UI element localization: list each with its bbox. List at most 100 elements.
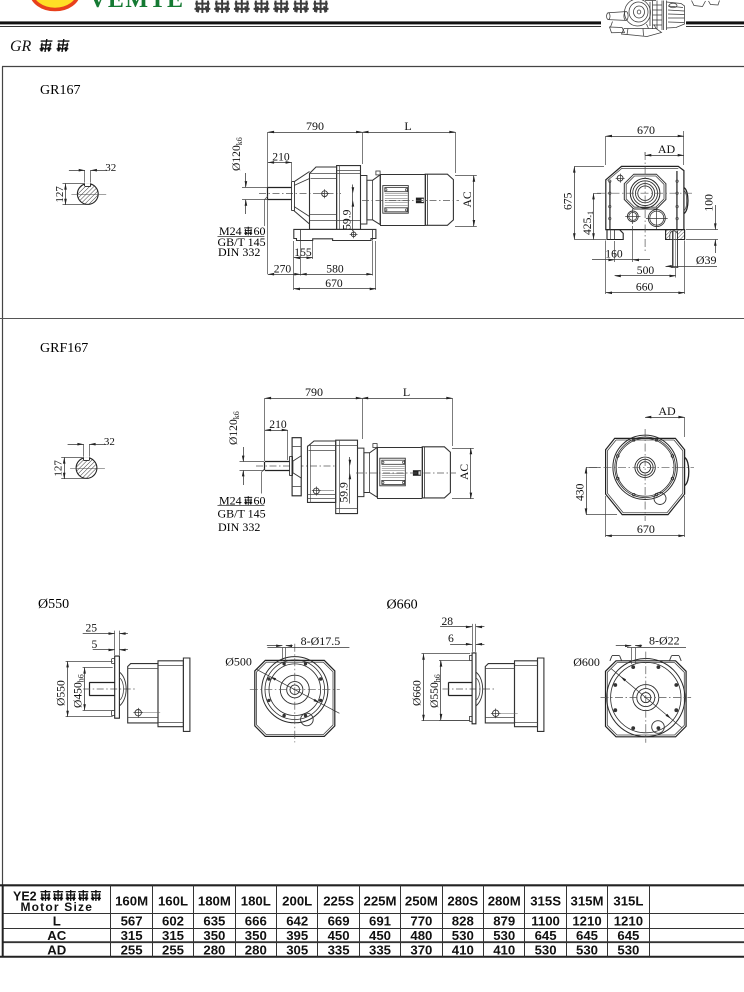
svg-text:642: 642	[286, 914, 308, 929]
svg-text:DIN 332: DIN 332	[218, 520, 260, 534]
svg-text:370: 370	[410, 943, 432, 958]
svg-text:60: 60	[254, 494, 266, 508]
svg-text:500: 500	[637, 264, 655, 277]
svg-text:Ø550h6: Ø550h6	[428, 674, 442, 708]
svg-text:580: 580	[326, 262, 344, 275]
svg-text:GB/T 145: GB/T 145	[218, 507, 266, 521]
svg-text:270: 270	[274, 262, 292, 275]
svg-text:Ø120k6: Ø120k6	[227, 411, 241, 445]
svg-text:530: 530	[493, 928, 515, 943]
svg-text:450: 450	[328, 928, 350, 943]
svg-text:127: 127	[53, 460, 65, 477]
svg-text:GR167: GR167	[40, 83, 80, 98]
svg-text:Motor Size: Motor Size	[20, 900, 93, 914]
svg-text:410: 410	[493, 943, 515, 958]
svg-text:530: 530	[452, 928, 474, 943]
svg-text:Ø550: Ø550	[38, 597, 69, 612]
svg-text:25: 25	[86, 622, 98, 635]
svg-text:350: 350	[203, 928, 225, 943]
svg-text:1210: 1210	[572, 914, 601, 929]
svg-text:180L: 180L	[241, 894, 271, 909]
svg-text:315: 315	[162, 928, 184, 943]
svg-text:645: 645	[617, 928, 639, 943]
svg-text:210: 210	[269, 418, 287, 431]
svg-text:670: 670	[325, 277, 343, 290]
svg-text:335: 335	[369, 943, 391, 958]
svg-text:410: 410	[452, 943, 474, 958]
svg-text:666: 666	[245, 914, 267, 929]
svg-text:480: 480	[410, 928, 432, 943]
svg-text:155: 155	[294, 246, 312, 259]
svg-text:670: 670	[637, 522, 655, 536]
svg-text:Ø500: Ø500	[225, 655, 252, 669]
svg-text:8-Ø17.5: 8-Ø17.5	[301, 634, 341, 648]
svg-text:450: 450	[369, 928, 391, 943]
svg-text:6: 6	[448, 632, 454, 645]
svg-text:210: 210	[272, 150, 290, 163]
svg-text:315S: 315S	[530, 894, 561, 909]
svg-text:L: L	[403, 385, 410, 399]
svg-text:Ø550: Ø550	[55, 680, 68, 706]
svg-text:280: 280	[245, 943, 267, 958]
svg-text:669: 669	[328, 914, 350, 929]
svg-text:280: 280	[203, 943, 225, 958]
svg-text:60: 60	[254, 224, 266, 238]
svg-text:AC: AC	[461, 191, 474, 207]
svg-text:Ø660: Ø660	[387, 598, 418, 613]
svg-text:255: 255	[162, 943, 184, 958]
svg-text:32: 32	[104, 436, 115, 448]
svg-text:315L: 315L	[613, 894, 643, 909]
svg-text:180M: 180M	[198, 894, 231, 909]
svg-text:32: 32	[105, 162, 116, 174]
svg-text:100: 100	[703, 194, 716, 212]
svg-text:59.9: 59.9	[341, 209, 354, 229]
svg-text:691: 691	[369, 914, 391, 929]
svg-text:M24: M24	[219, 494, 242, 508]
svg-text:350: 350	[245, 928, 267, 943]
svg-text:250M: 250M	[405, 894, 438, 909]
svg-text:127: 127	[54, 186, 66, 203]
svg-text:L: L	[53, 914, 61, 929]
svg-text:Ø120k6: Ø120k6	[230, 137, 244, 171]
svg-text:AD: AD	[658, 404, 676, 418]
svg-text:602: 602	[162, 914, 184, 929]
svg-text:530: 530	[617, 943, 639, 958]
svg-text:AC: AC	[47, 928, 67, 943]
svg-text:395: 395	[286, 928, 308, 943]
svg-text:1100: 1100	[531, 914, 560, 929]
svg-text:28: 28	[442, 615, 454, 628]
svg-text:160L: 160L	[158, 894, 188, 909]
svg-text:AC: AC	[458, 464, 471, 480]
svg-text:59.9: 59.9	[338, 482, 351, 502]
svg-text:790: 790	[306, 119, 324, 133]
svg-text:GRF167: GRF167	[40, 341, 88, 356]
svg-text:YE2: YE2	[13, 890, 37, 904]
svg-text:AD: AD	[47, 943, 66, 958]
svg-text:280S: 280S	[447, 894, 478, 909]
svg-text:160: 160	[605, 248, 623, 261]
svg-text:1210: 1210	[614, 914, 643, 929]
svg-text:VEMTE: VEMTE	[89, 0, 185, 13]
svg-text:AD: AD	[658, 142, 676, 156]
svg-text:530: 530	[535, 943, 557, 958]
svg-text:645: 645	[576, 928, 598, 943]
svg-text:315: 315	[121, 928, 143, 943]
svg-text:M24: M24	[219, 224, 242, 238]
svg-text:430: 430	[573, 483, 586, 501]
svg-text:635: 635	[203, 914, 225, 929]
svg-text:225M: 225M	[364, 894, 397, 909]
svg-text:670: 670	[637, 123, 655, 137]
svg-text:Ø660: Ø660	[411, 680, 424, 706]
svg-text:770: 770	[410, 914, 432, 929]
svg-text:DIN 332: DIN 332	[218, 245, 260, 259]
svg-text:828: 828	[452, 914, 474, 929]
svg-text:675: 675	[562, 192, 575, 210]
svg-text:GR: GR	[10, 38, 32, 55]
svg-text:Ø600: Ø600	[573, 655, 600, 669]
svg-text:315M: 315M	[571, 894, 604, 909]
svg-text:5: 5	[92, 638, 98, 651]
svg-text:790: 790	[305, 385, 323, 399]
svg-text:225S: 225S	[323, 894, 354, 909]
svg-text:280M: 280M	[488, 894, 521, 909]
svg-text:530: 530	[576, 943, 598, 958]
